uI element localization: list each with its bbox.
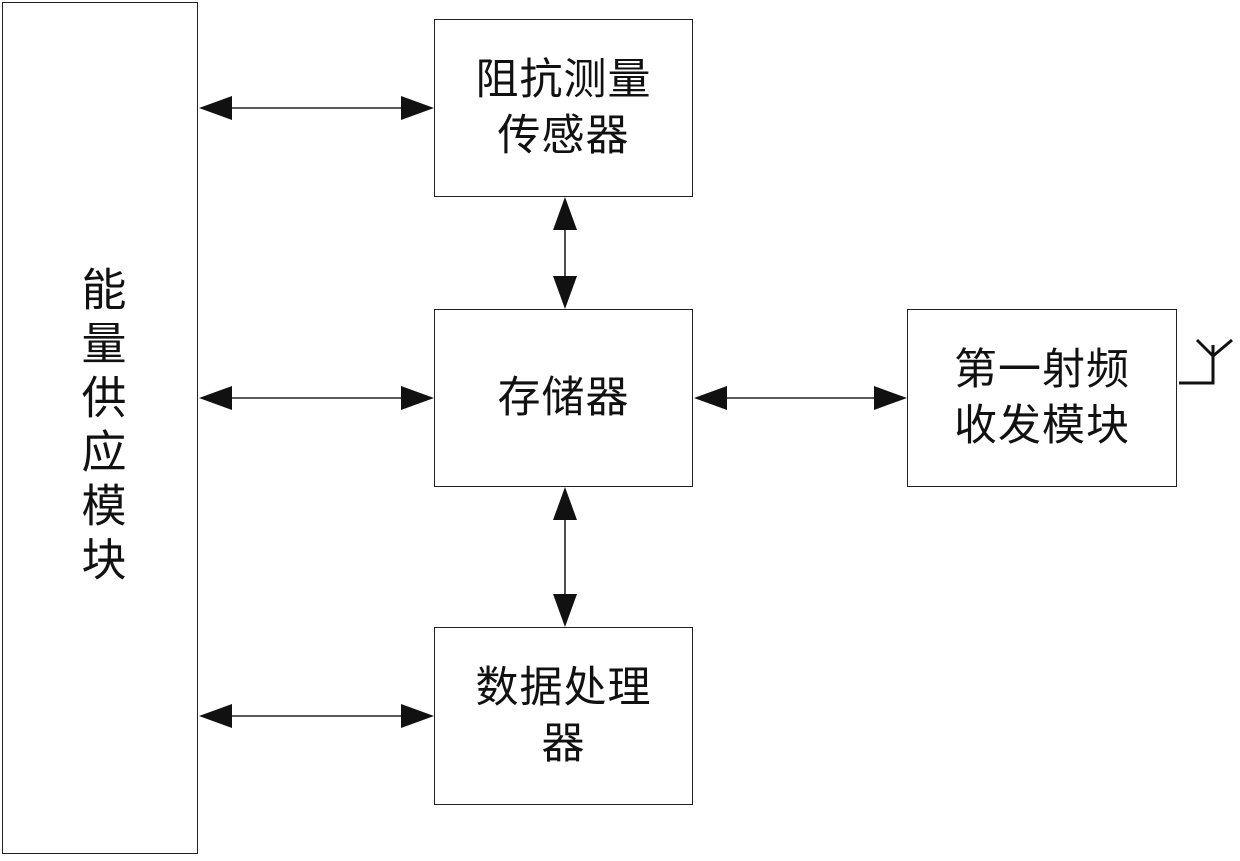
arrowhead-left [694, 386, 727, 410]
arrowhead-left [199, 704, 232, 728]
arrowhead-up [553, 487, 577, 520]
arrowhead-right [874, 386, 907, 410]
arrowhead-left [199, 96, 232, 120]
arrowhead-right [401, 386, 434, 410]
antenna-icon [1179, 340, 1232, 383]
arrowhead-up [553, 197, 577, 230]
arrowhead-left [199, 386, 232, 410]
arrowhead-down [553, 594, 577, 627]
arrowhead-right [401, 704, 434, 728]
arrowhead-down [553, 276, 577, 309]
arrowhead-right [401, 96, 434, 120]
